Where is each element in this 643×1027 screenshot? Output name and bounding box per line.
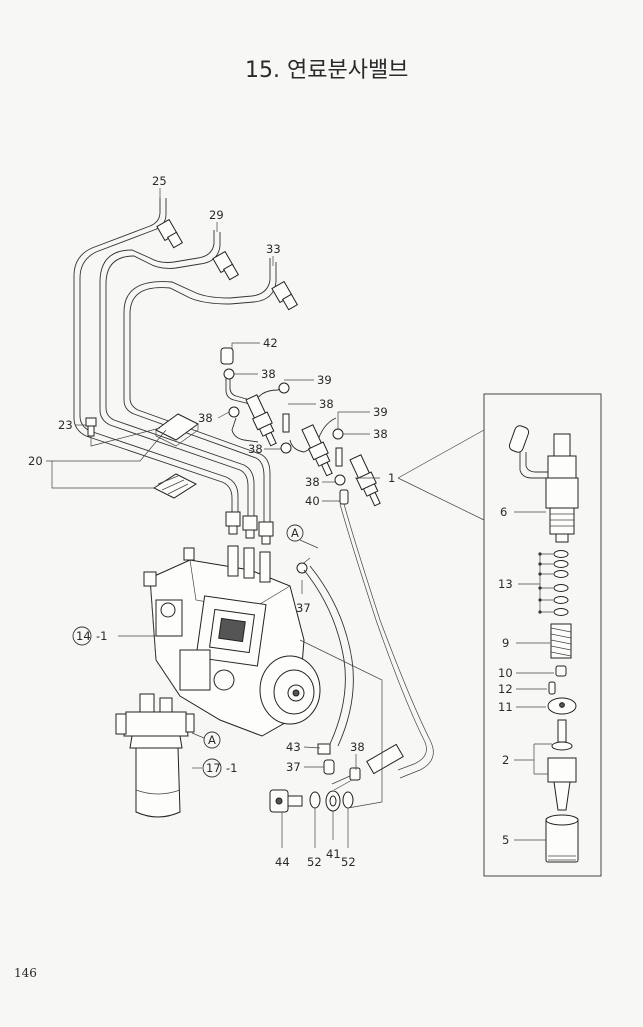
callout-12: 12	[498, 682, 513, 696]
callout-38-f: 38	[305, 475, 320, 489]
callout-38-d: 38	[373, 427, 388, 441]
callout-41: 41	[326, 847, 341, 861]
page-title: 15. 연료분사밸브	[245, 58, 408, 83]
callout-43: 43	[286, 740, 301, 754]
injector-group	[220, 347, 434, 779]
page-number: 146	[14, 966, 37, 980]
callout-33: 33	[266, 242, 281, 256]
callout-a-top: A	[291, 526, 299, 540]
callout-circle-a-top	[286, 524, 304, 542]
callout-2: 2	[502, 753, 509, 767]
leader-lines	[46, 188, 380, 848]
callout-10: 10	[498, 666, 513, 680]
callout-39-a: 39	[317, 373, 332, 387]
callout-52-b: 52	[341, 855, 356, 869]
callout-38-g: 38	[350, 740, 365, 754]
callout-37-b: 37	[286, 760, 301, 774]
callout-40: 40	[305, 494, 320, 508]
callout-23: 23	[58, 418, 73, 432]
callout-37-a: 37	[296, 601, 311, 615]
callout-17-suffix: -1	[226, 761, 237, 775]
callout-labels: 25 29 33 42 38 39 38 38 39 38 38 38 1 40…	[28, 174, 513, 869]
callout-29: 29	[209, 208, 224, 222]
injection-pump	[143, 539, 321, 737]
callout-17: 17	[206, 761, 221, 775]
fuel-filter	[115, 693, 195, 818]
callout-9: 9	[502, 636, 509, 650]
injection-pipes	[73, 198, 299, 545]
callout-42: 42	[263, 336, 278, 350]
return-hose-group	[269, 565, 404, 813]
callout-38-a: 38	[261, 367, 276, 381]
callout-circle-14	[72, 626, 92, 646]
callout-a-bottom: A	[208, 733, 216, 747]
callout-39-b: 39	[373, 405, 388, 419]
callout-44: 44	[275, 855, 290, 869]
callout-38-b: 38	[319, 397, 334, 411]
callout-1: 1	[388, 471, 395, 485]
callout-13: 13	[498, 577, 513, 591]
callout-14: 14	[76, 629, 91, 643]
callout-52-a: 52	[307, 855, 322, 869]
callout-38-c: 38	[198, 411, 213, 425]
callout-38-e: 38	[248, 442, 263, 456]
callout-11: 11	[498, 700, 513, 714]
callout-circle-a-bottom	[203, 731, 221, 749]
callout-20: 20	[28, 454, 43, 468]
callout-14-suffix: -1	[96, 629, 107, 643]
callout-5: 5	[502, 833, 509, 847]
callout-25: 25	[152, 174, 167, 188]
injector-detail-box	[397, 393, 602, 877]
callout-circle-17	[202, 758, 222, 778]
callout-6: 6	[500, 505, 507, 519]
